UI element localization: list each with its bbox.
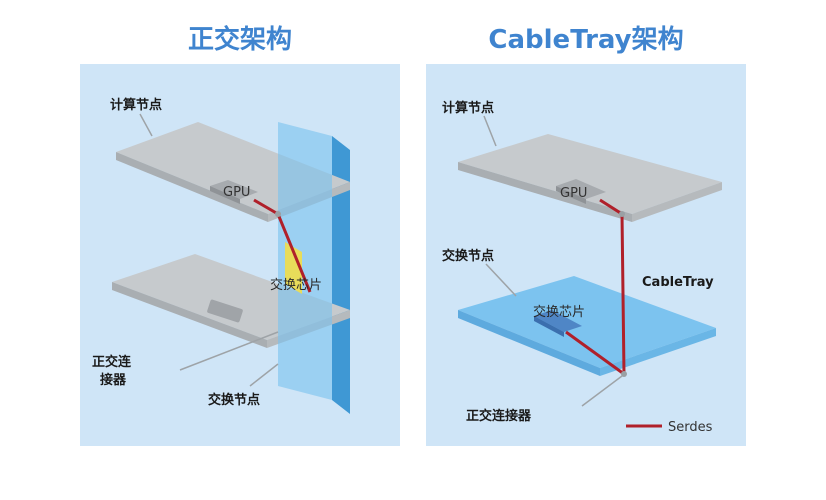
gpu-chip	[556, 179, 606, 204]
switch-node-label: 交换节点	[442, 248, 494, 264]
switch-chip	[285, 242, 302, 294]
cabletray-label: CableTray	[642, 275, 714, 290]
gpu-label: GPU	[560, 186, 587, 201]
connector-label: 正交连接器	[466, 408, 532, 424]
serdes-link-switch-chip-to-connector	[565, 330, 625, 376]
legend-serdes-label: Serdes	[668, 420, 713, 435]
switch-chip-label: 交换芯片	[533, 304, 585, 320]
cabletray-architecture-title: CableTray架构	[488, 25, 684, 55]
compute-node-label: 计算节点	[442, 100, 494, 116]
cabletray-architecture-diagram: GPU 交换芯片 计算节点 交换节点 CableTray 正交连接器 Serde…	[426, 64, 746, 446]
connector-label-line2: 接器	[100, 372, 127, 388]
orthogonal-architecture-title: 正交架构	[187, 25, 292, 55]
switch-chip	[534, 310, 582, 337]
legend: Serdes	[626, 420, 713, 435]
compute-node-label: 计算节点	[110, 97, 162, 113]
orthogonal-architecture-diagram: GPU 交换芯片 计算节点 正交连 接器 交换节点	[80, 64, 400, 446]
gpu-chip	[210, 180, 258, 204]
switch-board-front	[278, 122, 332, 400]
switch-board-side	[332, 136, 350, 414]
switch-chip-label: 交换芯片	[270, 277, 322, 293]
connector-label-line1: 正交连	[92, 354, 132, 370]
switch-node-board	[458, 276, 716, 376]
compute-node-board	[458, 134, 722, 222]
gpu-label: GPU	[223, 185, 250, 200]
switch-node-label: 交换节点	[208, 392, 260, 408]
